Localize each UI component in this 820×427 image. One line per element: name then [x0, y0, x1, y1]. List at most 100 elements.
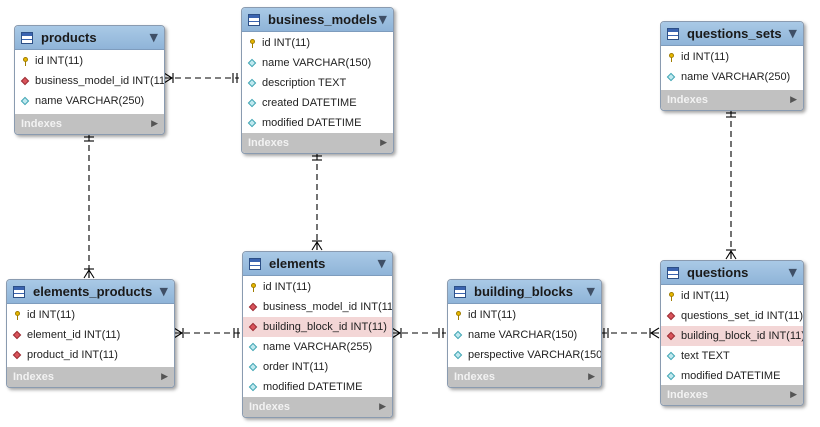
- expand-arrow-icon[interactable]: ▶: [588, 372, 595, 382]
- column-row[interactable]: id INT(11): [661, 47, 803, 67]
- column-row[interactable]: name VARCHAR(150): [242, 53, 393, 73]
- column-text: building_block_id INT(11): [681, 330, 804, 342]
- column-icon: [247, 98, 257, 108]
- column-icon: [248, 342, 258, 352]
- indexes-section[interactable]: Indexes ▶: [242, 133, 393, 153]
- collapse-arrow-icon[interactable]: ▼: [377, 257, 386, 270]
- column-text: id INT(11): [468, 309, 517, 321]
- table-header[interactable]: elements_products▼: [7, 280, 174, 304]
- column-row[interactable]: business_model_id INT(11): [243, 297, 392, 317]
- collapse-arrow-icon[interactable]: ▼: [788, 27, 797, 40]
- column-row[interactable]: business_model_id INT(11): [15, 71, 164, 91]
- column-row[interactable]: modified DATETIME: [661, 366, 803, 386]
- column-text: id INT(11): [681, 51, 730, 63]
- table-header[interactable]: elements▼: [243, 252, 392, 276]
- column-icon: [453, 350, 463, 360]
- table-icon: [249, 257, 261, 270]
- table-icon: [667, 27, 679, 40]
- column-row[interactable]: description TEXT: [242, 73, 393, 93]
- column-icon: [248, 382, 258, 392]
- column-row[interactable]: questions_set_id INT(11): [661, 306, 803, 326]
- column-text: order INT(11): [263, 361, 329, 373]
- column-text: id INT(11): [27, 309, 76, 321]
- collapse-arrow-icon[interactable]: ▼: [159, 285, 168, 298]
- table-header[interactable]: questions▼: [661, 261, 803, 285]
- indexes-label: Indexes: [667, 389, 708, 401]
- column-row[interactable]: name VARCHAR(250): [15, 91, 164, 111]
- column-text: questions_set_id INT(11): [681, 310, 804, 322]
- column-row[interactable]: name VARCHAR(150): [448, 325, 601, 345]
- indexes-section[interactable]: Indexes▶: [448, 367, 601, 387]
- table-header[interactable]: business_models▼: [242, 8, 393, 32]
- column-icon: [20, 96, 30, 106]
- column-text: element_id INT(11): [27, 329, 121, 341]
- table-header[interactable]: questions_sets▼: [661, 22, 803, 46]
- expand-arrow-icon[interactable]: ▶: [151, 119, 158, 129]
- column-text: business_model_id INT(11): [35, 75, 165, 87]
- expand-arrow-icon[interactable]: ▶: [380, 138, 387, 148]
- column-text: id INT(11): [262, 37, 311, 49]
- indexes-section[interactable]: Indexes▶: [7, 367, 174, 387]
- column-row[interactable]: created DATETIME: [242, 93, 393, 113]
- collapse-arrow-icon[interactable]: ▼: [149, 31, 158, 44]
- collapse-arrow-icon[interactable]: ▼: [788, 266, 797, 279]
- table-elements[interactable]: elements▼ id INT(11) business_model_id INT…: [242, 251, 393, 418]
- primary-key-icon: [12, 310, 22, 320]
- column-list: id INT(11) business_model_id INT(11) name …: [15, 50, 164, 111]
- column-text: product_id INT(11): [27, 349, 118, 361]
- table-building-blocks[interactable]: building_blocks ▼ id INT(11) name VARCHAR(1…: [447, 279, 602, 388]
- expand-arrow-icon[interactable]: ▶: [161, 372, 168, 382]
- indexes-section[interactable]: Indexes▶: [661, 90, 803, 110]
- column-icon: [453, 330, 463, 340]
- table-business-models[interactable]: business_models▼id INT(11) name VARCHAR(1…: [241, 7, 394, 154]
- column-row[interactable]: modified DATETIME: [243, 377, 392, 397]
- column-row[interactable]: element_id INT(11): [7, 325, 174, 345]
- indexes-section[interactable]: Indexes▶: [243, 397, 392, 417]
- foreign-key-icon: [20, 76, 30, 86]
- column-row[interactable]: name VARCHAR(250): [661, 67, 803, 87]
- collapse-arrow-icon[interactable]: ▼: [378, 13, 387, 26]
- column-row[interactable]: id INT(11): [15, 51, 164, 71]
- column-list: id INT(11) name VARCHAR(150) perspective V…: [448, 304, 601, 365]
- column-icon: [666, 351, 676, 361]
- table-products[interactable]: products▼id INT(11) business_model_id INT…: [14, 25, 165, 135]
- column-row[interactable]: building_block_id INT(11): [661, 326, 803, 346]
- many-marker: [83, 268, 95, 279]
- column-icon: [248, 362, 258, 372]
- primary-key-icon: [453, 310, 463, 320]
- column-icon: [247, 118, 257, 128]
- table-header[interactable]: products▼: [15, 26, 164, 50]
- column-text: created DATETIME: [262, 97, 357, 109]
- column-text: text TEXT: [681, 350, 730, 362]
- column-text: name VARCHAR(150): [468, 329, 578, 341]
- indexes-section[interactable]: Indexes ▶: [661, 385, 803, 405]
- column-row[interactable]: name VARCHAR(255): [243, 337, 392, 357]
- column-row[interactable]: product_id INT(11): [7, 345, 174, 365]
- column-row[interactable]: id INT(11): [243, 277, 392, 297]
- table-header[interactable]: building_blocks ▼: [448, 280, 601, 304]
- column-row[interactable]: text TEXT: [661, 346, 803, 366]
- table-title: building_blocks: [474, 284, 573, 299]
- column-row[interactable]: building_block_id INT(11): [243, 317, 392, 337]
- column-row[interactable]: id INT(11): [448, 305, 601, 325]
- table-questions[interactable]: questions▼id INT(11) questions_set_id INT…: [660, 260, 804, 406]
- table-elements-products[interactable]: elements_products▼id INT(11) element_id I…: [6, 279, 175, 388]
- expand-arrow-icon[interactable]: ▶: [790, 390, 797, 400]
- expand-arrow-icon[interactable]: ▶: [379, 402, 386, 412]
- column-list: id INT(11) name VARCHAR(150)description T…: [242, 32, 393, 133]
- column-row[interactable]: modified DATETIME: [242, 113, 393, 133]
- column-row[interactable]: id INT(11): [661, 286, 803, 306]
- column-row[interactable]: id INT(11): [242, 33, 393, 53]
- many-marker: [391, 327, 402, 339]
- collapse-arrow-icon[interactable]: ▼: [586, 285, 595, 298]
- column-text: id INT(11): [263, 281, 312, 293]
- column-row[interactable]: perspective VARCHAR(150): [448, 345, 601, 365]
- foreign-key-icon: [12, 330, 22, 340]
- table-questions-sets[interactable]: questions_sets▼id INT(11) name VARCHAR(25…: [660, 21, 804, 111]
- column-row[interactable]: id INT(11): [7, 305, 174, 325]
- expand-arrow-icon[interactable]: ▶: [790, 95, 797, 105]
- primary-key-icon: [247, 38, 257, 48]
- indexes-section[interactable]: Indexes▶: [15, 114, 164, 134]
- column-row[interactable]: order INT(11): [243, 357, 392, 377]
- indexes-label: Indexes: [248, 137, 289, 149]
